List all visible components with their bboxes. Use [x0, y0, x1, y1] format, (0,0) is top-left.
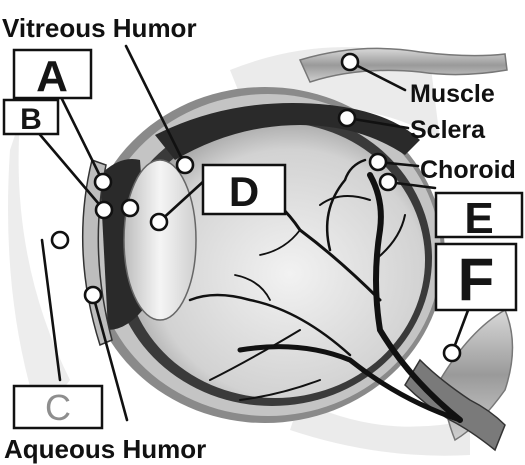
label-sclera: Sclera [410, 116, 486, 144]
answer-box-f-letter: F [458, 246, 495, 313]
answer-box-f: F [436, 244, 516, 313]
answer-box-b-letter: B [20, 103, 42, 136]
pin-muscle [342, 54, 358, 70]
answer-box-d: D [203, 165, 285, 215]
pin-lens-a [122, 200, 138, 216]
pin-aqueous [85, 287, 101, 303]
pin-f [444, 345, 460, 361]
pin-sclera [339, 110, 355, 126]
answer-box-d-letter: D [229, 168, 259, 215]
pin-vitreous [177, 157, 193, 173]
answer-box-e-letter: E [464, 194, 493, 243]
lens [124, 160, 196, 320]
label-vitreous-humor: Vitreous Humor [2, 13, 197, 43]
label-aqueous-humor: Aqueous Humor [4, 434, 206, 464]
pin-c [52, 232, 68, 248]
label-choroid: Choroid [420, 156, 516, 184]
pin-e [380, 174, 396, 190]
pin-a [95, 174, 111, 190]
answer-box-b: B [4, 100, 58, 136]
answer-box-a: A [14, 50, 91, 101]
label-muscle: Muscle [410, 80, 495, 108]
pin-d [151, 214, 167, 230]
answer-box-c: C [14, 386, 102, 428]
answer-box-e: E [436, 193, 522, 243]
pin-choroid [370, 154, 386, 170]
answer-box-a-letter: A [36, 52, 68, 101]
answer-box-c-letter: C [45, 387, 71, 428]
pin-b [96, 202, 112, 218]
